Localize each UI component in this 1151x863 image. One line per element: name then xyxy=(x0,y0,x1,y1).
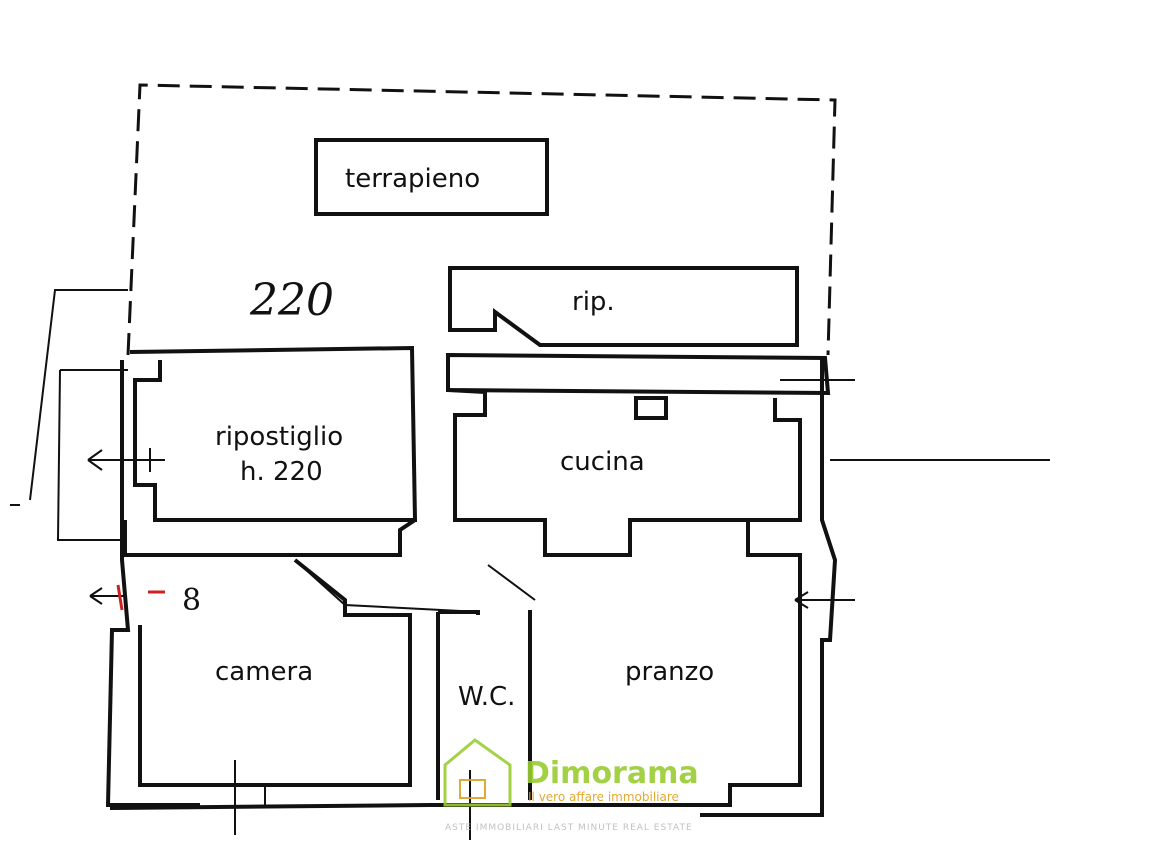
wc-door-swing xyxy=(487,564,536,601)
exterior-line xyxy=(10,289,128,541)
watermark-tagline: ASTE IMMOBILIARI LAST MINUTE REAL ESTATE xyxy=(445,823,693,833)
watermark-slogan: Il vero affare immobiliare xyxy=(528,790,679,804)
label-ripostiglio-height: h. 220 xyxy=(240,457,323,487)
upper-wall-band xyxy=(446,352,831,396)
label-terrapieno: terrapieno xyxy=(345,164,480,194)
camera-door-swing xyxy=(294,559,481,613)
arrow-ripostiglio xyxy=(87,448,165,472)
ripostiglio-walls xyxy=(129,345,418,522)
chimney xyxy=(634,396,668,420)
rip-walls xyxy=(448,266,799,347)
left-outer-wall xyxy=(105,360,200,807)
window-bottom xyxy=(190,760,471,840)
label-pranzo: pranzo xyxy=(625,657,714,687)
house-logo-icon xyxy=(443,738,512,807)
camera-walls xyxy=(138,558,412,787)
dimorama-watermark: Dimorama Il vero affare immobiliare ASTE… xyxy=(443,738,699,833)
label-wc: W.C. xyxy=(458,682,515,712)
corridor-wall xyxy=(123,518,417,557)
label-ripostiglio: ripostiglio xyxy=(215,422,343,452)
watermark-brand: Dimorama xyxy=(525,756,699,791)
red-marker-wall xyxy=(116,584,124,611)
wc-walls xyxy=(436,610,532,800)
cucina-walls xyxy=(447,388,802,557)
terrapieno-box xyxy=(314,138,549,216)
label-cucina: cucina xyxy=(560,447,645,477)
label-handwritten-220: 220 xyxy=(249,275,334,326)
arrow-pranzo xyxy=(794,591,855,609)
label-rip: rip. xyxy=(572,287,615,317)
logo-key-icon xyxy=(459,779,486,799)
label-camera: camera xyxy=(215,657,313,687)
terrapieno-boundary xyxy=(126,83,837,356)
label-marker-8: 8 xyxy=(182,583,201,618)
